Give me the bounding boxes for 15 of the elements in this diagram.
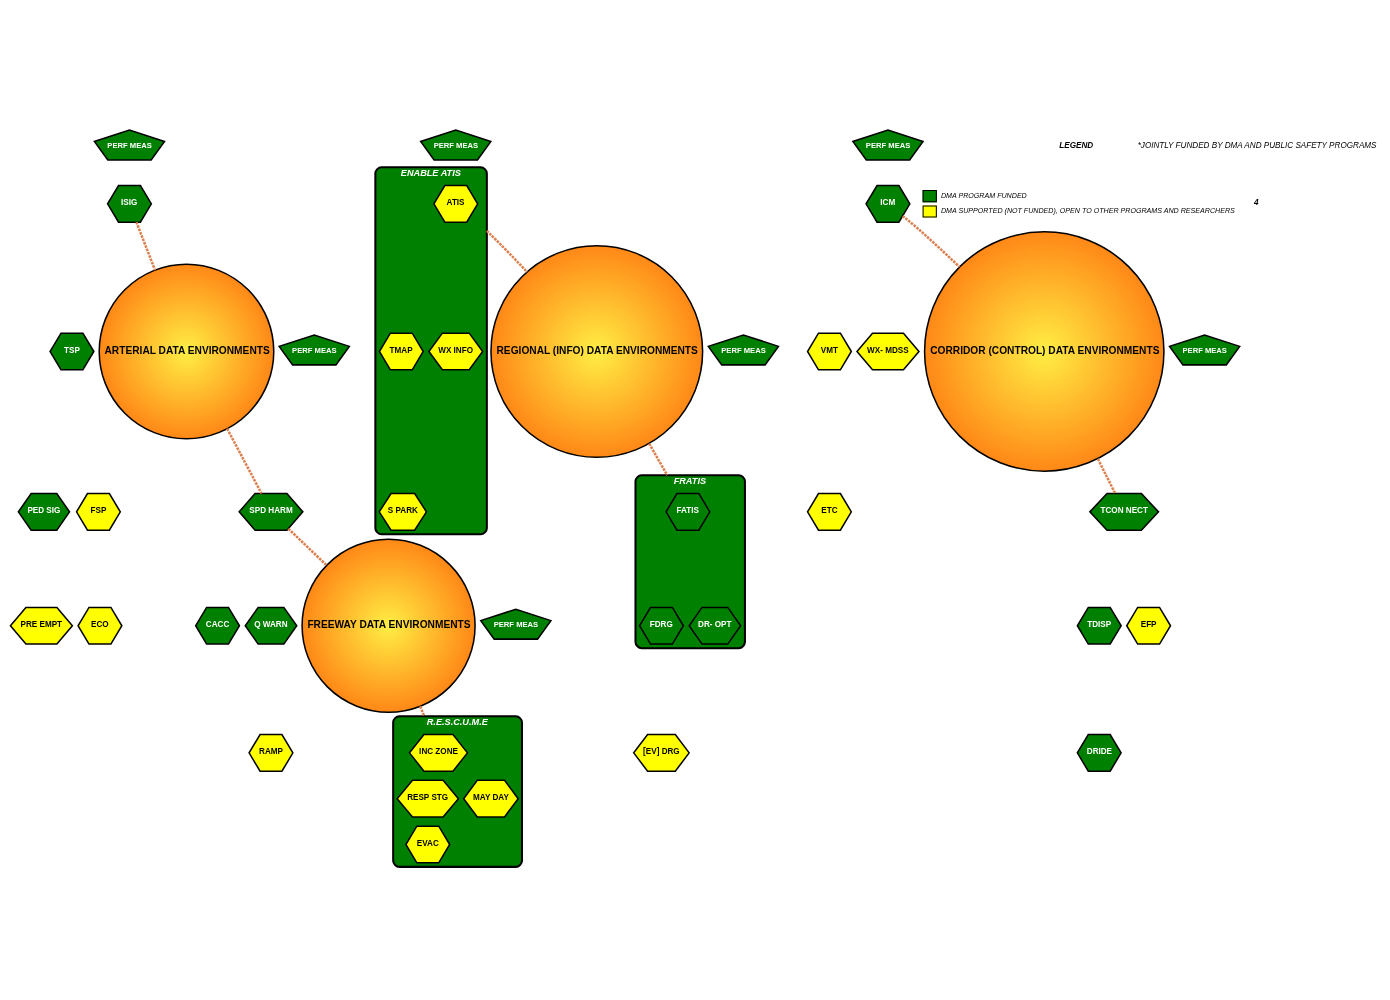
connector	[901, 214, 961, 268]
connector	[135, 221, 157, 270]
connector	[226, 427, 263, 494]
connector	[485, 229, 528, 273]
node-circle: FREEWAY DATA ENVIRONMENTS	[301, 538, 476, 713]
node-circle: REGIONAL (INFO) DATA ENVIRONMENTS	[490, 244, 704, 458]
label: *JOINTLY FUNDED BY DMA AND PUBLIC SAFETY PROGRAMS	[1137, 140, 1377, 150]
label: 4	[1253, 197, 1259, 207]
connector	[419, 705, 426, 717]
connector	[648, 442, 669, 476]
node-circle: CORRIDOR (CONTROL) DATA ENVIRONMENTS	[923, 230, 1165, 472]
node-circle: ARTERIAL DATA ENVIRONMENTS	[98, 262, 275, 440]
connector	[287, 527, 328, 566]
label: LEGEND	[1059, 140, 1094, 150]
connector	[1096, 457, 1117, 494]
